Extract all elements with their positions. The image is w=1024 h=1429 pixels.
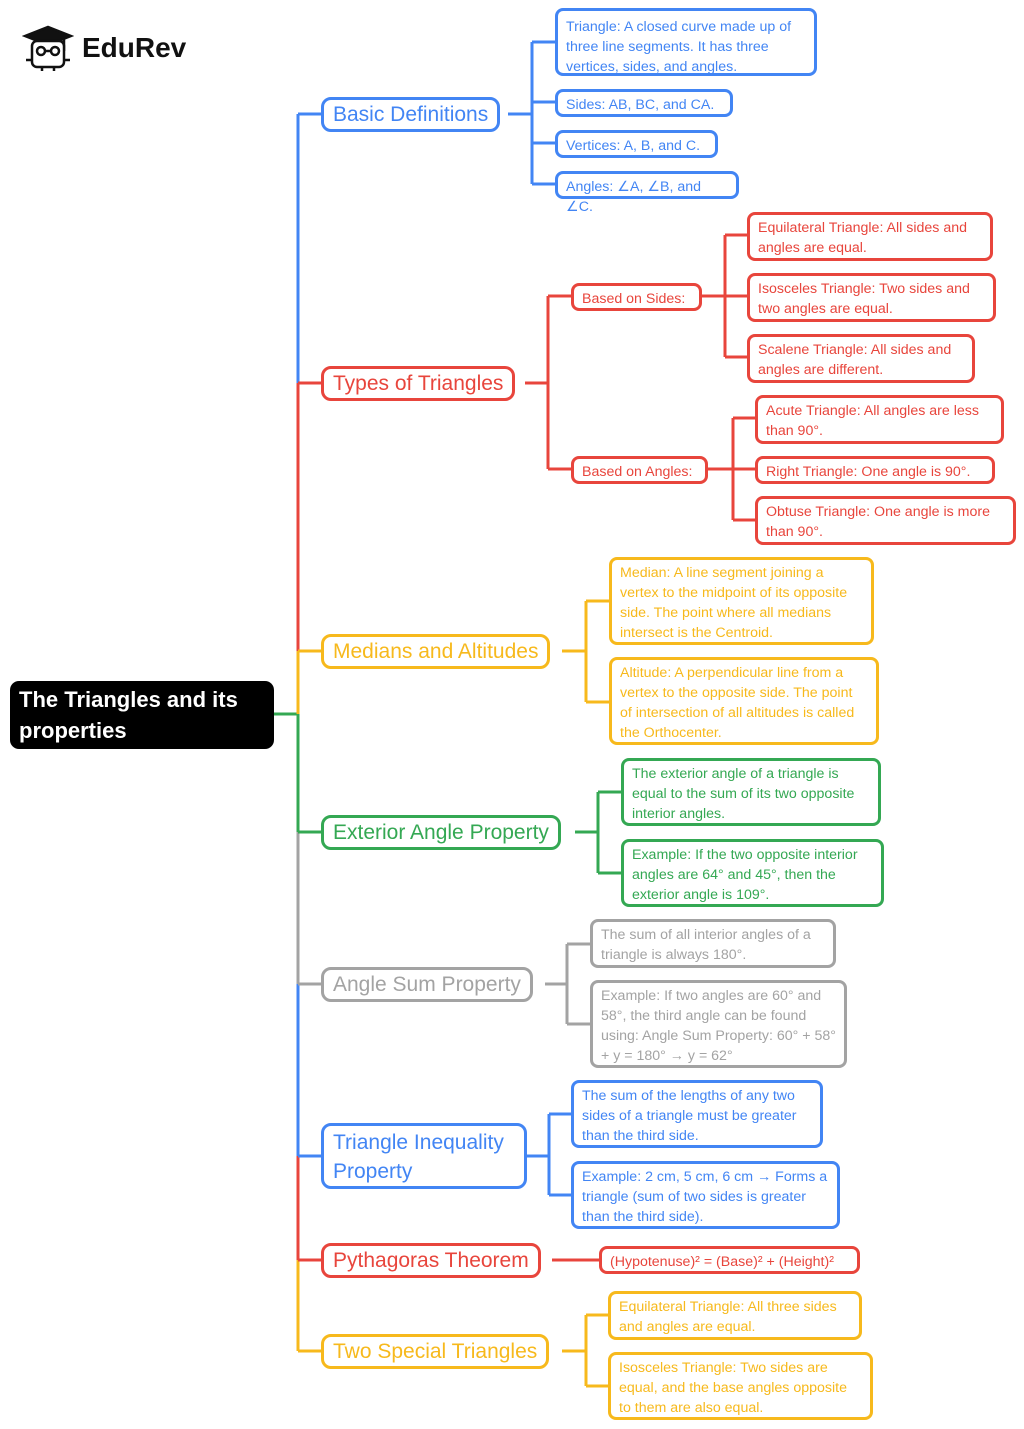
branch-exterior-angle: Exterior Angle Property xyxy=(321,815,561,850)
leaf-scalene-type: Scalene Triangle: All sides and angles a… xyxy=(747,334,975,383)
branch-angle-sum: Angle Sum Property xyxy=(321,967,533,1002)
leaf-inequality-example: Example: 2 cm, 5 cm, 6 cm → Forms a tria… xyxy=(571,1161,840,1229)
leaf-median: Median: A line segment joining a vertex … xyxy=(609,557,874,645)
branch-pythagoras: Pythagoras Theorem xyxy=(321,1243,541,1278)
branch-triangle-inequality: Triangle Inequality Property xyxy=(321,1123,527,1189)
leaf-special-isosceles: Isosceles Triangle: Two sides are equal,… xyxy=(608,1352,873,1420)
leaf-triangle-definition: Triangle: A closed curve made up of thre… xyxy=(555,8,817,76)
leaf-exterior-definition: The exterior angle of a triangle is equa… xyxy=(621,758,881,826)
leaf-right-triangle: Right Triangle: One angle is 90°. xyxy=(755,456,995,484)
root-node: The Triangles and its properties xyxy=(10,681,274,749)
brand-name: EduRev xyxy=(82,32,187,63)
leaf-pythagoras-formula: (Hypotenuse)² = (Base)² + (Height)² xyxy=(599,1246,860,1274)
leaf-special-equilateral: Equilateral Triangle: All three sides an… xyxy=(608,1291,862,1340)
branch-types-of-triangles: Types of Triangles xyxy=(321,366,516,401)
leaf-exterior-example: Example: If the two opposite interior an… xyxy=(621,839,884,907)
leaf-angle-sum-example: Example: If two angles are 60° and 58°, … xyxy=(590,980,847,1068)
leaf-angle-sum-definition: The sum of all interior angles of a tria… xyxy=(590,919,836,968)
leaf-altitude: Altitude: A perpendicular line from a ve… xyxy=(609,657,879,745)
brand-logo[interactable]: EduRev xyxy=(22,22,186,74)
sub-based-on-sides: Based on Sides: xyxy=(571,283,702,311)
leaf-obtuse-triangle: Obtuse Triangle: One angle is more than … xyxy=(755,496,1016,545)
leaf-angles: Angles: ∠A, ∠B, and ∠C. xyxy=(555,171,739,215)
leaf-equilateral-type: Equilateral Triangle: All sides and angl… xyxy=(747,212,993,261)
leaf-acute-triangle: Acute Triangle: All angles are less than… xyxy=(755,395,1004,444)
branch-medians-altitudes: Medians and Altitudes xyxy=(321,634,551,669)
leaf-inequality-definition: The sum of the lengths of any two sides … xyxy=(571,1080,823,1148)
leaf-isosceles-type: Isosceles Triangle: Two sides and two an… xyxy=(747,273,996,322)
graduation-cap-icon xyxy=(22,25,74,71)
sub-based-on-angles: Based on Angles: xyxy=(571,456,708,484)
branch-special-triangles: Two Special Triangles xyxy=(321,1334,550,1369)
leaf-vertices: Vertices: A, B, and C. xyxy=(555,130,718,158)
leaf-sides: Sides: AB, BC, and CA. xyxy=(555,89,733,117)
branch-basic-definitions: Basic Definitions xyxy=(321,97,501,132)
